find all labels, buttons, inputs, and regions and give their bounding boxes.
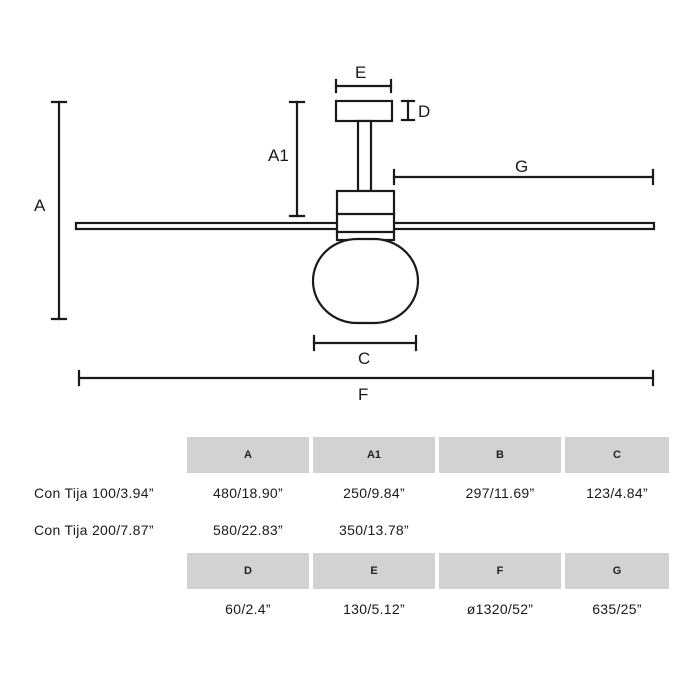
dimension-g xyxy=(392,168,655,186)
label-f: F xyxy=(358,385,368,404)
dimension-a xyxy=(50,100,68,321)
table-row: Con Tija 200/7.87” 580/22.83” 350/13.78” xyxy=(0,512,700,548)
label-d: D xyxy=(418,102,430,121)
table-cell: 297/11.69” xyxy=(465,485,535,501)
label-g: G xyxy=(515,157,528,176)
fan-dimension-diagram: A A1 E D G C F xyxy=(34,63,656,404)
label-e: E xyxy=(355,63,366,82)
table-cell: 60/2.4” xyxy=(225,601,271,617)
table-cell: 350/13.78” xyxy=(339,522,409,538)
col-header-f: F xyxy=(439,553,561,589)
col-header-g: G xyxy=(565,553,669,589)
table-cell: 130/5.12” xyxy=(343,601,405,617)
table-row: 60/2.4” 130/5.12” ø1320/52” 635/25” xyxy=(0,591,700,627)
table-cell: 250/9.84” xyxy=(343,485,405,501)
col-header-a1: A1 xyxy=(313,437,435,473)
table-cell xyxy=(565,512,669,548)
col-header-a: A xyxy=(187,437,309,473)
table-header-row: D E F G xyxy=(0,553,700,589)
table-row: Con Tija 100/3.94” 480/18.90” 250/9.84” … xyxy=(0,475,700,511)
table-cell xyxy=(439,512,561,548)
dimension-f xyxy=(77,369,655,387)
table-cell: 635/25” xyxy=(592,601,642,617)
col-header-c: C xyxy=(565,437,669,473)
table-cell: 580/22.83” xyxy=(213,522,283,538)
dimension-a1 xyxy=(288,100,306,218)
row-label: Con Tija 100/3.94” xyxy=(34,485,154,501)
table-cell: ø1320/52” xyxy=(466,601,534,617)
dimension-c xyxy=(312,334,418,352)
ceiling-canopy xyxy=(334,99,394,123)
col-header-b: B xyxy=(439,437,561,473)
glass-globe xyxy=(311,237,420,325)
label-a1: A1 xyxy=(268,146,289,165)
row-label: Con Tija 200/7.87” xyxy=(34,522,154,538)
table-header-row: A A1 B C xyxy=(0,437,700,473)
table-cell: 123/4.84” xyxy=(586,485,648,501)
downrod xyxy=(356,119,373,193)
col-header-e: E xyxy=(313,553,435,589)
col-header-d: D xyxy=(187,553,309,589)
label-c: C xyxy=(358,349,370,368)
label-a: A xyxy=(34,196,46,215)
table-cell: 480/18.90” xyxy=(213,485,283,501)
dimension-e xyxy=(334,78,393,94)
dimension-d xyxy=(400,99,416,122)
